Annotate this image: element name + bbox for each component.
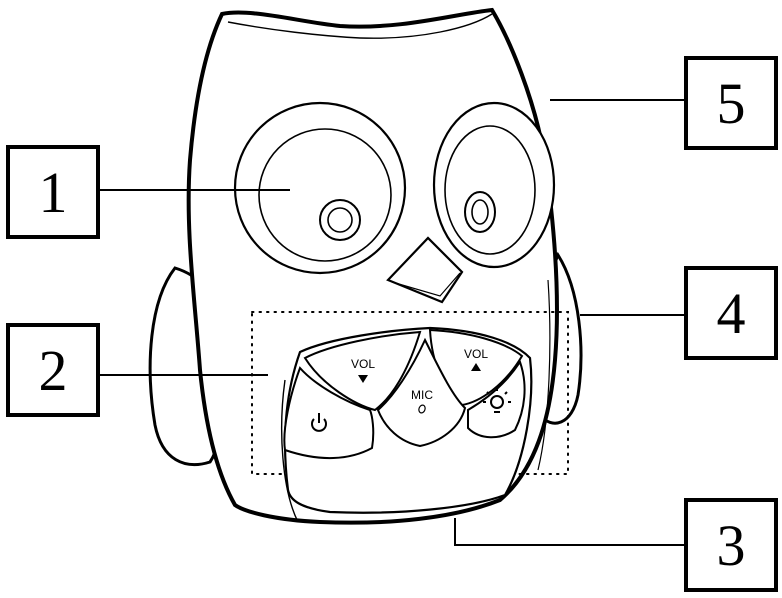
left-eye bbox=[235, 103, 405, 273]
callout-4: 4 bbox=[686, 268, 776, 358]
callout-5-number: 5 bbox=[717, 71, 746, 136]
callout-1: 1 bbox=[8, 147, 98, 237]
leader-line-3 bbox=[455, 518, 686, 545]
callout-3-number: 3 bbox=[717, 513, 746, 578]
callout-2-number: 2 bbox=[39, 338, 68, 403]
vol-down-label: VOL bbox=[351, 357, 375, 371]
callout-4-number: 4 bbox=[717, 281, 746, 346]
right-eye bbox=[434, 103, 554, 267]
vol-up-label: VOL bbox=[464, 347, 488, 361]
mic-label: MIC bbox=[411, 388, 433, 402]
callout-1-number: 1 bbox=[39, 160, 68, 225]
callout-3: 3 bbox=[686, 500, 776, 590]
callout-5: 5 bbox=[686, 58, 776, 148]
callout-2: 2 bbox=[8, 325, 98, 415]
